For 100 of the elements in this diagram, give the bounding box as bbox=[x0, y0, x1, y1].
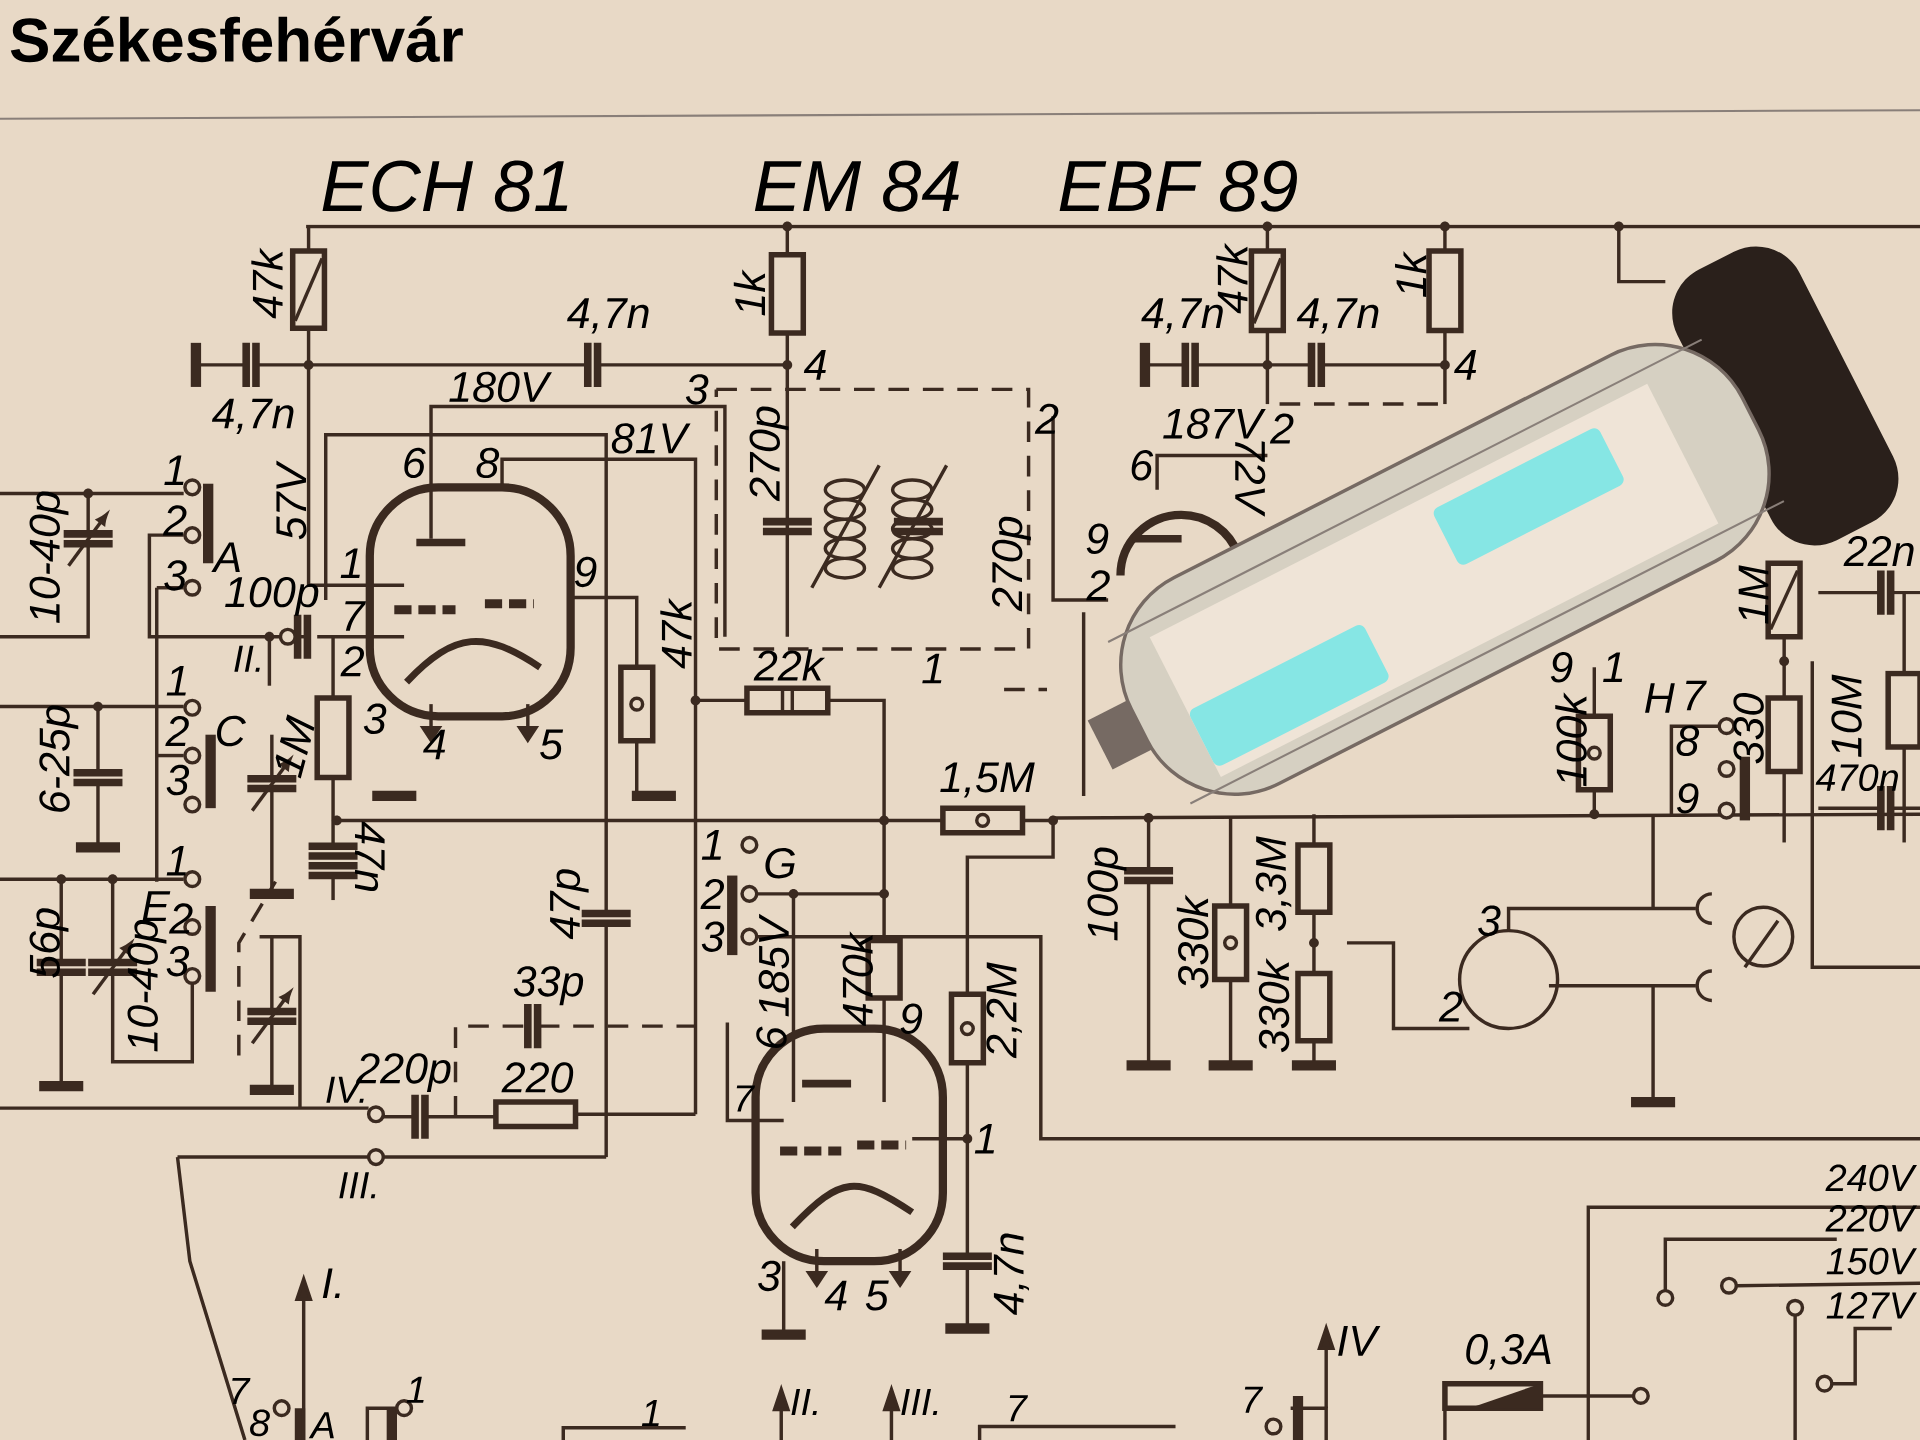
pin-number: 9 bbox=[574, 556, 597, 588]
pin-number: 4 bbox=[423, 729, 446, 760]
pin-number: 7 bbox=[1686, 680, 1707, 711]
pin-number: 6 bbox=[404, 447, 426, 479]
terminal-label: IV bbox=[1338, 1326, 1381, 1356]
voltage-label: 81V bbox=[611, 423, 691, 454]
component-value: 47k bbox=[660, 597, 692, 669]
pin-number: 9 bbox=[1676, 783, 1699, 814]
pin-number: 2 bbox=[1034, 403, 1059, 434]
voltage-label: 185V bbox=[758, 913, 790, 1017]
switch-label: G bbox=[765, 848, 795, 879]
pin-number: 7 bbox=[1244, 1386, 1264, 1413]
pin-number: 3 bbox=[166, 945, 190, 977]
pin-number: 8 bbox=[1676, 725, 1700, 756]
pin-number: 6 bbox=[756, 1026, 787, 1048]
pin-number: 1 bbox=[701, 830, 721, 860]
pin-number: 2 bbox=[162, 505, 187, 536]
pin-number: 2 bbox=[700, 878, 724, 909]
terminal-label: II. bbox=[791, 1389, 817, 1415]
component-value: 100p bbox=[225, 576, 319, 616]
component-value: 470n bbox=[1815, 764, 1898, 791]
pin-number: 7 bbox=[1009, 1395, 1028, 1422]
pin-number: 3 bbox=[363, 703, 387, 735]
component-value: 330 bbox=[1733, 693, 1764, 764]
pin-number: 8 bbox=[476, 447, 500, 479]
component-value: 47k bbox=[251, 247, 283, 319]
switch-label: E bbox=[142, 891, 171, 921]
component-value: 270p bbox=[749, 406, 789, 502]
pin-number: 1 bbox=[166, 846, 186, 876]
component-value: 100p bbox=[1087, 847, 1127, 941]
pin-number: 9 bbox=[900, 1003, 923, 1034]
tube-label: EBF 89 bbox=[1059, 160, 1297, 212]
tube-label: EM 84 bbox=[754, 160, 959, 212]
page-heading: Székesfehérvár bbox=[10, 16, 463, 63]
component-value: 0,3A bbox=[1466, 1334, 1551, 1370]
component-value: 10-40p bbox=[29, 491, 69, 624]
switch-label: A bbox=[211, 542, 240, 572]
voltage-label: 127V bbox=[1826, 1292, 1917, 1319]
pin-number: 3 bbox=[685, 374, 709, 405]
switch-label: A bbox=[308, 1412, 334, 1439]
terminal-label: III. bbox=[901, 1389, 938, 1415]
pin-number: 1 bbox=[166, 666, 186, 696]
pin-number: 1 bbox=[1603, 652, 1623, 683]
voltage-label: 240V bbox=[1825, 1164, 1917, 1192]
voltage-label: 180V bbox=[449, 371, 552, 403]
pin-number: 2 bbox=[169, 903, 193, 934]
component-value: 47p bbox=[550, 869, 589, 940]
component-value: 4,7n bbox=[567, 298, 649, 334]
pin-number: 9 bbox=[1550, 652, 1573, 683]
component-value: 10-40p bbox=[127, 920, 167, 1052]
pin-number: 4 bbox=[803, 350, 826, 380]
pin-number: 3 bbox=[701, 921, 725, 952]
pin-number: 2 bbox=[1438, 991, 1463, 1022]
component-value: 330k bbox=[1176, 894, 1209, 989]
component-value: 33p bbox=[513, 966, 584, 1006]
component-value: 1M bbox=[275, 714, 315, 779]
component-value: 4,7n bbox=[1296, 298, 1379, 334]
pin-number: 7 bbox=[232, 1378, 251, 1405]
voltage-label: 187V bbox=[1163, 408, 1266, 439]
voltage-label: 220V bbox=[1825, 1205, 1917, 1232]
pin-number: 1 bbox=[164, 455, 184, 485]
pin-number: 1 bbox=[406, 1376, 424, 1403]
pin-number: 5 bbox=[540, 729, 564, 760]
component-value: 4,7n bbox=[211, 398, 294, 434]
pin-number: 4 bbox=[824, 1280, 847, 1311]
pin-number: 3 bbox=[164, 560, 187, 591]
component-value: 1M bbox=[1738, 565, 1769, 624]
pin-number: 6 bbox=[1131, 450, 1154, 481]
pin-number: 2 bbox=[1269, 413, 1294, 444]
component-value: 100k bbox=[1555, 692, 1587, 787]
component-value: 10M bbox=[1831, 674, 1862, 757]
pin-number: 2 bbox=[1086, 570, 1110, 601]
component-value: 1,5M bbox=[940, 762, 1035, 798]
pin-number: 1 bbox=[922, 653, 942, 684]
pin-number: 9 bbox=[1086, 523, 1109, 554]
pin-number: 3 bbox=[1478, 905, 1501, 937]
switch-label: C bbox=[217, 715, 246, 747]
component-value: 2,2M bbox=[986, 962, 1022, 1059]
component-value: 3,3M bbox=[1255, 836, 1292, 931]
pin-number: 7 bbox=[345, 601, 366, 631]
pin-number: 2 bbox=[165, 716, 189, 747]
component-value: 470k bbox=[841, 931, 873, 1026]
component-value: 22k bbox=[753, 649, 826, 681]
voltage-label: 57V bbox=[276, 460, 307, 540]
pin-number: 3 bbox=[758, 1260, 781, 1292]
component-value: 220 bbox=[501, 1062, 574, 1093]
component-value: 22n bbox=[1843, 536, 1914, 567]
component-value: 1k bbox=[1395, 250, 1427, 298]
pin-number: 2 bbox=[340, 646, 364, 677]
terminal-label: II. bbox=[234, 645, 260, 672]
voltage-label: 150V bbox=[1826, 1247, 1917, 1275]
terminal-label: I. bbox=[322, 1268, 340, 1299]
component-value: 270p bbox=[992, 516, 1031, 612]
pin-number: 3 bbox=[166, 764, 190, 796]
component-value: 6-25p bbox=[39, 705, 79, 812]
component-value: 47n bbox=[355, 821, 385, 892]
component-value: 4,7n bbox=[993, 1233, 1029, 1316]
switch-label: H bbox=[1645, 683, 1675, 713]
pin-number: 4 bbox=[1454, 350, 1477, 380]
component-value: 1k bbox=[733, 269, 765, 316]
